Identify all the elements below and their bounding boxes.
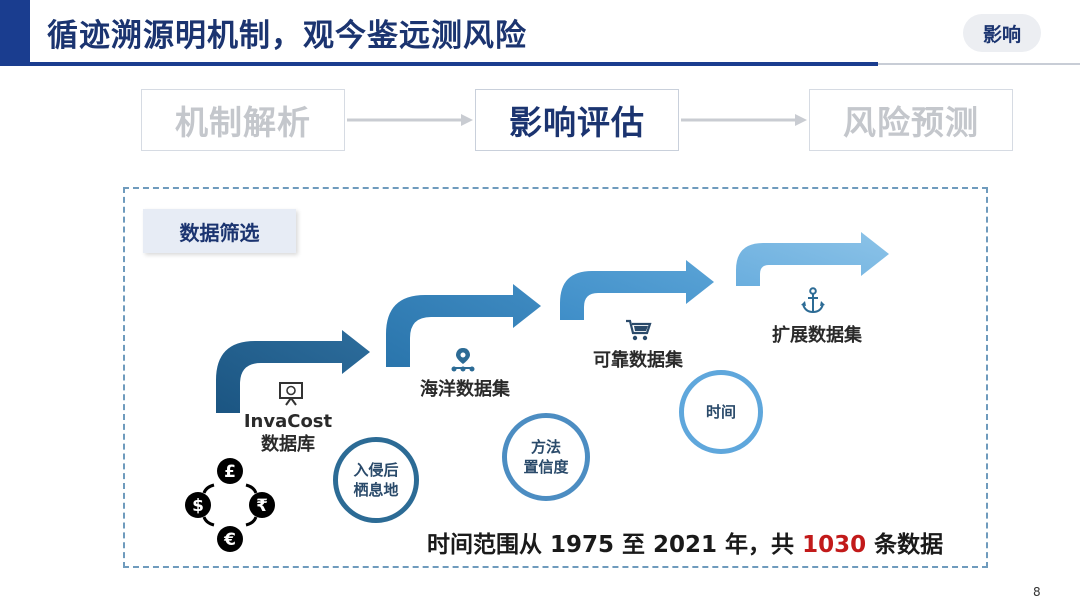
data-filter-chip: 数据筛选 — [143, 209, 296, 253]
stair-label-marine: 海洋数据集 — [420, 379, 510, 400]
stair-label-invacost: InvaCost 数据库 — [232, 410, 344, 456]
flow-arrow-1 — [347, 114, 473, 126]
currency-euro: € — [223, 530, 236, 550]
anchor-icon — [801, 287, 825, 314]
criterion-habitat-line1: 入侵后 — [353, 461, 399, 479]
step-risk[interactable]: 风险预测 — [809, 89, 1013, 151]
criterion-time-line1: 时间 — [705, 403, 736, 421]
stair-arrow-4 — [736, 232, 889, 286]
criterion-method-line2: 置信度 — [523, 458, 569, 476]
data-filter-panel — [123, 187, 988, 568]
stair-label-invacost-line2: 数据库 — [261, 434, 315, 455]
stair-label-reliable: 可靠数据集 — [593, 350, 683, 371]
presentation-board-icon — [279, 382, 303, 406]
stair-arrow-2 — [386, 284, 541, 367]
stair-label-extended: 扩展数据集 — [772, 325, 862, 346]
title-accent-bar — [0, 0, 30, 66]
currency-dollar: $ — [192, 496, 204, 516]
currency-rupee: ₹ — [256, 496, 268, 516]
currency-cycle-icon: £ $ ₹ € — [185, 458, 275, 552]
location-pin-network-icon — [451, 348, 475, 372]
summary-note-suffix: 条数据 — [866, 532, 944, 558]
criterion-time-circle: 时间 — [679, 370, 763, 454]
stair-arrow-1 — [216, 330, 370, 413]
title-underline-gray — [878, 63, 1080, 65]
flow-arrow-2 — [681, 114, 807, 126]
record-count: 1030 — [802, 532, 867, 558]
criterion-method-circle: 方法 置信度 — [502, 413, 590, 501]
step-impact[interactable]: 影响评估 — [475, 89, 679, 151]
summary-note-prefix: 时间范围从 1975 至 2021 年，共 — [427, 532, 803, 558]
summary-note: 时间范围从 1975 至 2021 年，共 1030 条数据 — [427, 530, 967, 560]
stair-label-invacost-line1: InvaCost — [243, 411, 333, 432]
page-number: 8 — [1033, 585, 1041, 599]
currency-pound: £ — [224, 462, 236, 482]
step-mechanism[interactable]: 机制解析 — [141, 89, 345, 151]
section-badge[interactable]: 影响 — [963, 14, 1041, 52]
criterion-habitat-circle: 入侵后 栖息地 — [333, 437, 419, 523]
criterion-habitat-line2: 栖息地 — [353, 481, 399, 499]
criterion-method-line1: 方法 — [530, 438, 561, 456]
slide-title: 循迹溯源明机制，观今鉴远测风险 — [47, 18, 527, 54]
title-underline — [30, 62, 878, 66]
shopping-cart-icon — [626, 319, 652, 341]
stair-arrow-3 — [560, 260, 714, 320]
